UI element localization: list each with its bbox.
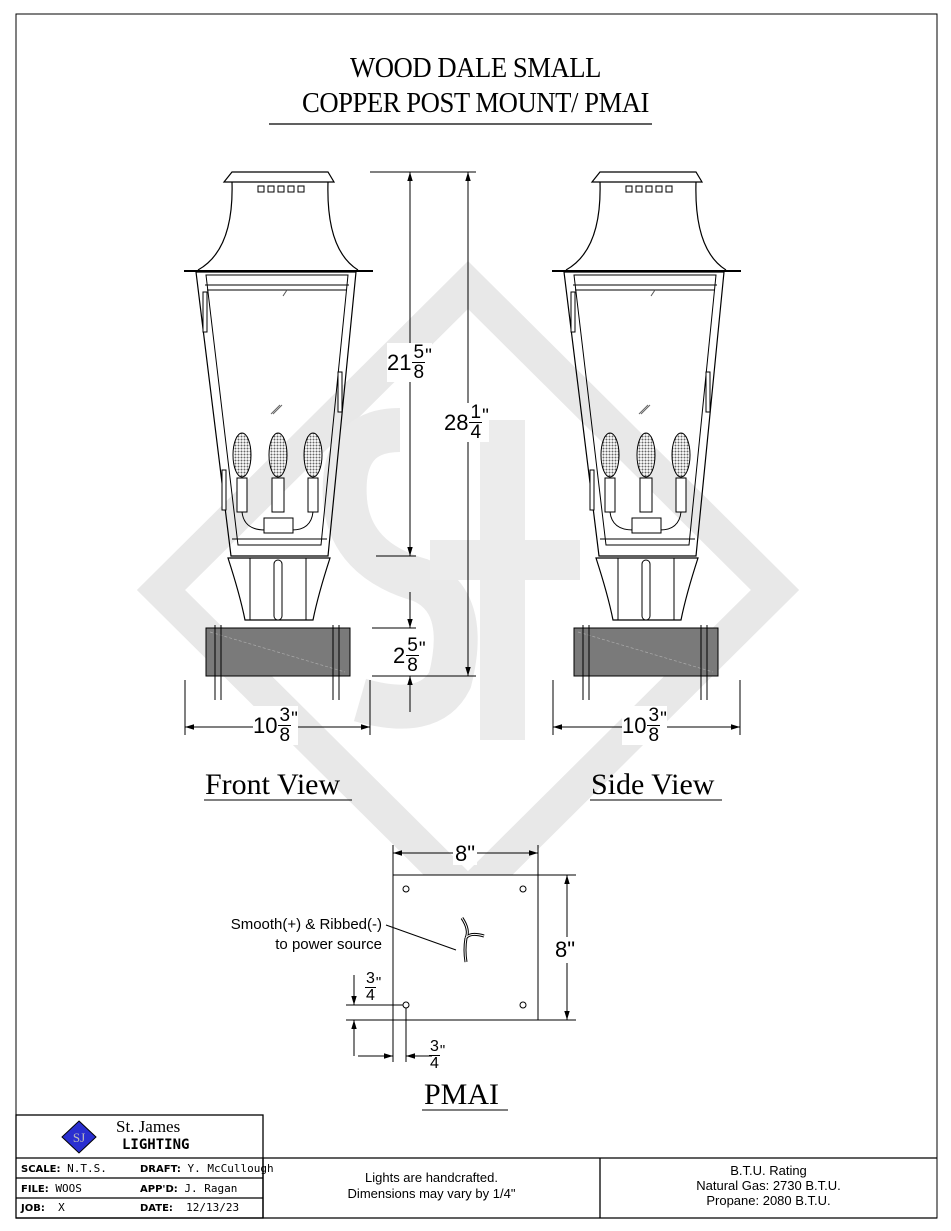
job-value: X [58,1201,65,1214]
dim-denominator: 8 [279,725,291,746]
job-field: JOB: X [21,1201,65,1214]
scale-value: N.T.S. [67,1162,107,1175]
approved-label: APP'D: [140,1184,178,1195]
dim-denominator: 4 [430,1055,439,1072]
side-view-lantern [551,171,742,701]
front-view-label: Front View [205,768,341,801]
pmai-label: PMAI [424,1078,500,1111]
dim-unit: " [375,974,382,991]
note-line2: Dimensions may vary by 1/4" [347,1186,516,1201]
svg-text:SJ: SJ [73,1130,85,1145]
st-james-logo-icon: SJ [61,1120,97,1154]
btu-title: B.T.U. Rating [730,1163,807,1178]
note-line1: Lights are handcrafted. [365,1170,498,1185]
dim-whole: 10 [622,712,647,738]
drawing-title-line2: COPPER POST MOUNT/ PMAI [302,87,649,119]
draft-value: Y. McCullough [187,1162,274,1175]
date-label: DATE: [140,1203,173,1214]
company-subtitle: LIGHTING [122,1137,190,1153]
dim-pmai-height: 8" [555,937,576,963]
dim-denominator: 8 [648,725,660,746]
dim-pmai-width: 8" [453,841,478,866]
sheet-border [15,13,938,1219]
dim-unit: " [418,639,426,660]
file-label: FILE: [21,1184,49,1195]
job-label: JOB: [21,1203,45,1214]
company-name: St. James [116,1117,181,1136]
date-field: DATE: 12/13/23 [140,1201,239,1214]
approved-field: APP'D: J. Ragan [140,1182,237,1195]
scale-label: SCALE: [21,1164,61,1175]
btu-rating: B.T.U. Rating Natural Gas: 2730 B.T.U. P… [600,1163,937,1208]
scale-field: SCALE: N.T.S. [21,1162,107,1175]
drawing-title-line1: WOOD DALE SMALL [350,52,601,84]
dim-numerator: 1 [469,402,483,423]
dim-unit: " [425,346,432,367]
dim-denominator: 4 [366,987,375,1004]
pmai-note-line2: to power source [275,936,382,953]
approved-value: J. Ragan [184,1182,238,1195]
draft-field: DRAFT: Y. McCullough [140,1162,274,1175]
dim-denominator: 8 [413,362,425,383]
dim-unit: " [482,406,489,427]
pmai-plate [346,845,576,1062]
dim-numerator: 3 [647,705,661,726]
dim-numerator: 5 [406,635,419,656]
dim-denominator: 4 [470,422,482,443]
dim-numerator: 3 [278,705,292,726]
handcrafted-note: Lights are handcrafted. Dimensions may v… [263,1170,600,1202]
pmai-note-line1: Smooth(+) & Ribbed(-) [230,916,382,933]
dim-whole: 10 [253,712,278,738]
draft-label: DRAFT: [140,1164,181,1175]
dim-denominator: 8 [407,655,418,676]
dim-whole: 2 [393,642,406,668]
dim-unit: " [439,1042,446,1059]
dim-whole: 28 [444,409,469,435]
btu-natural-gas: Natural Gas: 2730 B.T.U. [696,1178,841,1193]
title-block-grid [15,1114,937,1219]
dim-numerator: 3 [429,1038,440,1056]
btu-propane: Propane: 2080 B.T.U. [706,1193,831,1208]
dim-whole: 21 [387,349,412,375]
file-value: WOOS [55,1182,82,1195]
date-value: 12/13/23 [186,1201,240,1214]
side-view-label: Side View [591,768,715,801]
dim-unit: " [291,709,298,730]
dim-numerator: 3 [365,970,376,988]
file-field: FILE: WOOS [21,1182,82,1195]
dim-numerator: 5 [412,342,426,363]
dim-unit: " [660,709,667,730]
